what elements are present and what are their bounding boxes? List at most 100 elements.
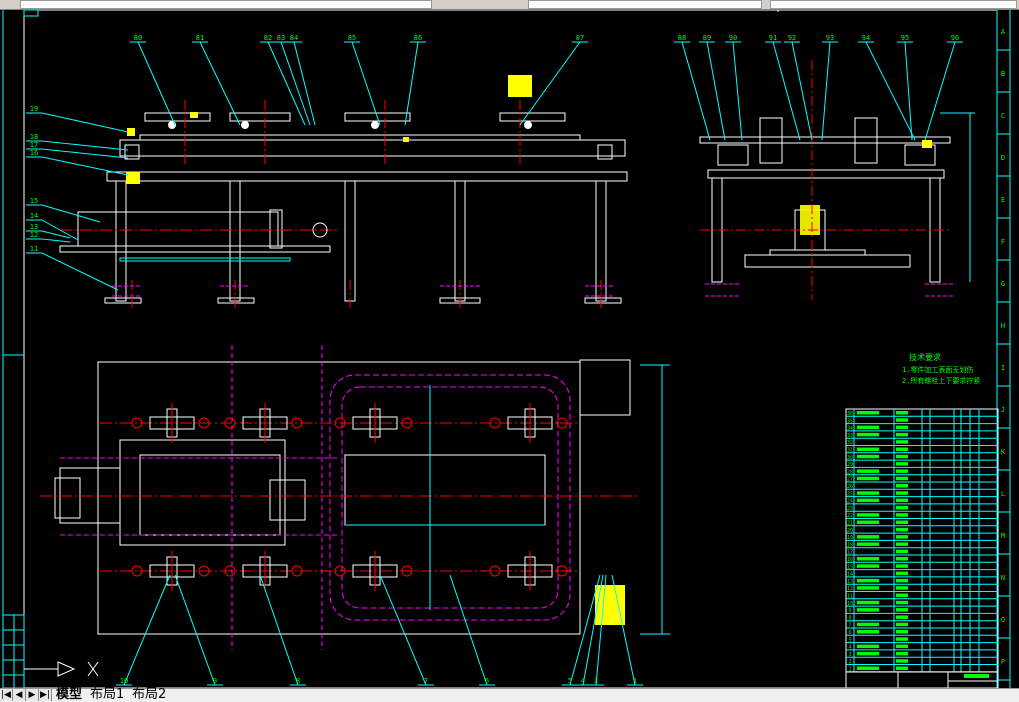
- color-dropdown[interactable]: [528, 0, 762, 9]
- border-letter: P: [1001, 658, 1005, 666]
- part-balloon-label: 82: [264, 34, 272, 42]
- part-balloon-label: 95: [901, 34, 909, 42]
- bom-item-number: 34: [847, 426, 853, 432]
- part-balloon-label: 94: [862, 34, 870, 42]
- bom-item-number: 29: [847, 462, 853, 468]
- part-balloon-label: 1: [633, 677, 637, 685]
- bom-item-number: 4: [848, 645, 851, 651]
- part-balloon-label: 17: [30, 141, 38, 149]
- part-balloon-label: 87: [576, 34, 584, 42]
- technical-notes: 技术要求 1.零件加工表面无划伤 2.所有螺栓上下要求拧紧: [902, 352, 980, 385]
- bom-item-number: 11: [847, 594, 853, 600]
- side-view: [699, 60, 975, 300]
- bom-item-number: 17: [847, 550, 853, 556]
- border-letter: A: [1001, 28, 1006, 36]
- bom-item-number: 28: [847, 469, 853, 475]
- border-letter: F: [1001, 238, 1005, 246]
- ucs-x-icon: [24, 661, 99, 677]
- part-balloon-label: 16: [30, 149, 38, 157]
- border-letter: N: [1001, 574, 1005, 582]
- part-balloon-label: 83: [277, 34, 285, 42]
- bom-item-number: 18: [847, 542, 853, 548]
- bom-item-number: 31: [847, 448, 853, 454]
- bom-item-number: 15: [847, 564, 853, 570]
- bom-item-number: 27: [847, 477, 853, 483]
- bom-item-number: 14: [847, 572, 853, 578]
- bom-item-number: 20: [847, 528, 853, 534]
- border-letter: L: [1001, 490, 1005, 498]
- border-letter: M: [1001, 532, 1005, 540]
- next-tab-button[interactable]: ▶: [26, 689, 39, 701]
- notes-line-1: 1.零件加工表面无划伤: [902, 365, 973, 374]
- bom-item-number: 8: [848, 615, 851, 621]
- border-letter: H: [1001, 322, 1005, 330]
- part-balloon-label: 19: [30, 105, 38, 113]
- part-balloon-label: 6: [485, 677, 489, 685]
- plan-view: [40, 345, 670, 650]
- part-balloon-label: 7: [424, 677, 428, 685]
- bom-item-number: 10: [847, 601, 853, 607]
- toolbar-strip: [0, 0, 1019, 10]
- linetype-dropdown[interactable]: [770, 0, 1017, 9]
- part-balloon-label: 15: [30, 197, 38, 205]
- bom-item-number: 36: [847, 411, 853, 417]
- part-balloon-label: 10: [120, 677, 128, 685]
- first-tab-button[interactable]: |◀: [0, 689, 13, 701]
- bom-item-number: 21: [847, 521, 853, 527]
- part-balloon-label: 14: [30, 212, 38, 220]
- bill-of-materials: 3635343332313029282726252423222120191817…: [845, 408, 999, 688]
- bom-item-number: 30: [847, 455, 853, 461]
- part-balloon-label: 3: [594, 677, 598, 685]
- part-balloon-label: 4: [581, 677, 585, 685]
- part-balloon-label: 13: [30, 223, 38, 231]
- part-balloon-label: 89: [703, 34, 711, 42]
- part-balloon-label: 12: [30, 231, 38, 239]
- part-balloon-label: 18: [30, 133, 38, 141]
- part-balloon-label: 90: [729, 34, 737, 42]
- bom-item-number: 6: [848, 630, 851, 636]
- border-letter: C: [1001, 112, 1005, 120]
- part-balloon-label: 81: [196, 34, 204, 42]
- revision-strip: [2, 354, 25, 688]
- border-letter: J: [1001, 406, 1005, 414]
- bom-item-number: 33: [847, 433, 853, 439]
- part-balloon-label: 96: [951, 34, 959, 42]
- layer-dropdown[interactable]: [20, 0, 432, 9]
- part-balloon-label: 80: [134, 34, 142, 42]
- part-balloon-label: 8: [296, 677, 300, 685]
- last-tab-button[interactable]: ▶|: [39, 689, 52, 701]
- part-balloon-label: 5: [568, 677, 572, 685]
- tab-model[interactable]: 模型: [56, 687, 83, 702]
- border-letter: D: [1001, 154, 1005, 162]
- border-letter: K: [1001, 448, 1006, 456]
- part-balloon-label: 93: [826, 34, 834, 42]
- part-balloon-label: 86: [414, 34, 422, 42]
- bom-item-number: 3: [848, 652, 851, 658]
- border-letter: B: [1001, 70, 1005, 78]
- bom-item-number: 19: [847, 535, 853, 541]
- tab-layout1[interactable]: 布局1: [90, 687, 125, 702]
- border-letter: G: [1001, 280, 1005, 288]
- part-balloon-label: 84: [290, 34, 298, 42]
- bom-item-number: 25: [847, 491, 853, 497]
- bom-item-number: 24: [847, 499, 853, 505]
- bom-item-number: 7: [848, 623, 851, 629]
- bom-item-number: 12: [847, 586, 853, 592]
- bom-item-number: 22: [847, 513, 853, 519]
- part-balloon-label: 11: [30, 245, 38, 253]
- part-balloon-label: 85: [348, 34, 356, 42]
- border-letter: O: [1001, 616, 1005, 624]
- layout-tab-bar: |◀ ◀ ▶ ▶| 模型 布局1 布局2: [0, 688, 1019, 702]
- notes-line-2: 2.所有螺栓上下要求拧紧: [902, 376, 980, 385]
- bom-item-number: 16: [847, 557, 853, 563]
- border-letter: E: [1001, 196, 1005, 204]
- bom-item-number: 35: [847, 418, 853, 424]
- tab-layout2[interactable]: 布局2: [132, 687, 167, 702]
- bom-item-number: 5: [848, 637, 851, 643]
- bom-item-number: 1: [848, 667, 851, 673]
- notes-title: 技术要求: [909, 352, 941, 362]
- bom-item-number: 26: [847, 484, 853, 490]
- prev-tab-button[interactable]: ◀: [13, 689, 26, 701]
- part-balloon-label: 92: [788, 34, 796, 42]
